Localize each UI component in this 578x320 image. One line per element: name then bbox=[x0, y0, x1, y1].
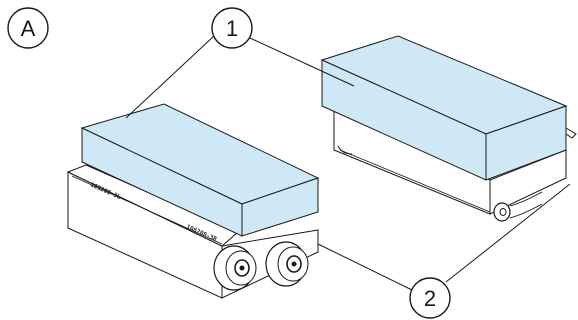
callout-2-group: 2 bbox=[317, 183, 571, 319]
callout-2-circle bbox=[409, 277, 451, 319]
callout-1-leader-right bbox=[249, 37, 355, 87]
callout-2-leader-right bbox=[445, 183, 571, 283]
callout-1-text: 1 bbox=[226, 16, 238, 41]
right-assembly bbox=[320, 35, 577, 222]
right-wheel bbox=[493, 191, 543, 222]
left-blue-box-side bbox=[241, 177, 319, 237]
left-base-edge-line bbox=[71, 175, 223, 245]
right-blue-box-side bbox=[485, 105, 567, 181]
callout-1-circle bbox=[211, 7, 253, 49]
left-wheel-2 bbox=[265, 241, 309, 287]
figure-label-circle bbox=[7, 7, 49, 49]
right-base-step-detail bbox=[565, 127, 577, 139]
right-base-foot-detail bbox=[337, 145, 353, 155]
callout-2-text: 2 bbox=[424, 286, 436, 311]
figure-label-text: A bbox=[21, 16, 36, 41]
right-base-edge-line bbox=[339, 149, 491, 213]
callout-1-leader-left bbox=[125, 35, 215, 119]
callout-1-group: 1 bbox=[125, 7, 355, 119]
callout-2-leader-left bbox=[317, 243, 413, 291]
left-assembly: 103200-3L 106200-3R bbox=[66, 103, 320, 299]
figure-label-group: A bbox=[7, 7, 49, 49]
left-wheel-1 bbox=[213, 245, 257, 291]
